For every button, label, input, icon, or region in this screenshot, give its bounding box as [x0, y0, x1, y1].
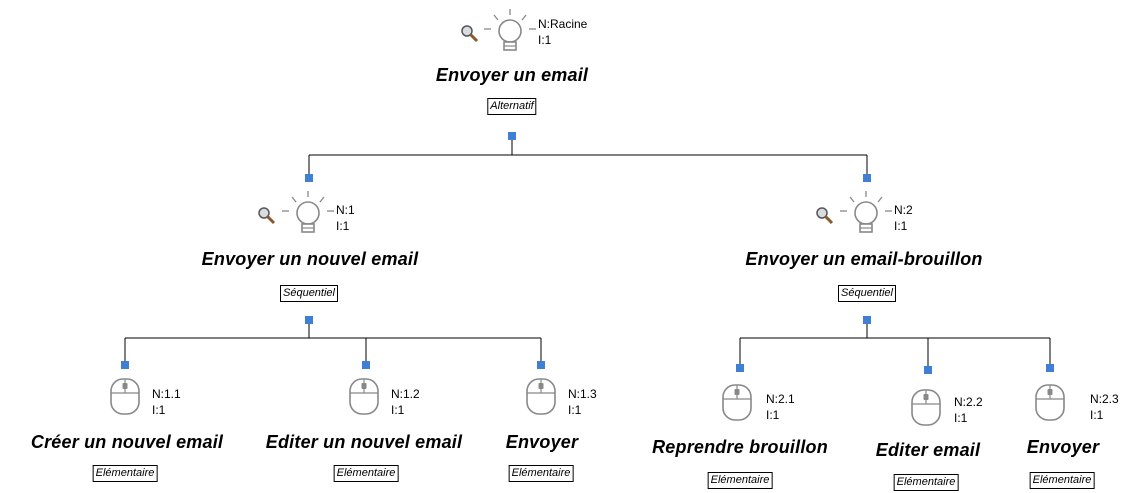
node-title: Envoyer un email-brouillon	[745, 249, 983, 269]
connector-anchor[interactable]	[305, 174, 313, 182]
node-iteration: I:1	[954, 411, 968, 425]
node-iteration: I:1	[391, 403, 405, 417]
connector-anchor[interactable]	[362, 361, 370, 369]
mouse-icon	[525, 377, 557, 422]
connector-anchor[interactable]	[537, 361, 545, 369]
operator-label: Elémentaire	[707, 472, 773, 489]
node-number: N:1.3	[568, 387, 597, 401]
operator-label: Séquentiel	[280, 285, 338, 302]
node-title: Créer un nouvel email	[30, 432, 224, 452]
node-meta: N:2.3 I:1	[1090, 391, 1119, 423]
node-iteration: I:1	[538, 33, 552, 47]
connector-anchor[interactable]	[1046, 364, 1054, 372]
magnifier-icon[interactable]	[815, 206, 835, 231]
connector-anchor[interactable]	[736, 364, 744, 372]
node-number: N:1.1	[152, 387, 181, 401]
node-number: N:2.2	[954, 395, 983, 409]
connector-anchor[interactable]	[924, 366, 932, 374]
node-meta: N:1 I:1	[336, 202, 355, 234]
node-meta: N:2.1 I:1	[766, 391, 795, 423]
node-iteration: I:1	[336, 219, 350, 233]
magnifier-icon[interactable]	[257, 206, 277, 231]
node-meta: N:1.1 I:1	[152, 386, 181, 418]
operator-label: Alternatif	[487, 98, 537, 115]
node-title: Envoyer un email	[435, 65, 589, 85]
node-title: Editer un nouvel email	[265, 432, 463, 452]
mouse-icon	[348, 377, 380, 422]
operator-label: Elémentaire	[508, 465, 574, 482]
node-number: N:2.1	[766, 392, 795, 406]
lightbulb-icon	[838, 190, 894, 247]
operator-label: Elémentaire	[1029, 472, 1095, 489]
node-meta: N:1.3 I:1	[568, 386, 597, 418]
magnifier-icon[interactable]	[460, 24, 480, 49]
node-number: N:1.2	[391, 387, 420, 401]
connector-anchor[interactable]	[863, 316, 871, 324]
node-number: N:Racine	[538, 17, 588, 31]
node-title: Envoyer un nouvel email	[201, 249, 419, 269]
mouse-icon	[109, 377, 141, 422]
node-iteration: I:1	[1090, 408, 1104, 422]
node-meta: N:1.2 I:1	[391, 386, 420, 418]
node-number: N:1	[336, 203, 355, 217]
connector-anchor[interactable]	[305, 316, 313, 324]
lightbulb-icon	[280, 190, 336, 247]
node-iteration: I:1	[766, 408, 780, 422]
operator-label: Elémentaire	[92, 465, 158, 482]
node-title: Reprendre brouillon	[652, 437, 828, 457]
node-iteration: I:1	[568, 403, 582, 417]
node-title: Envoyer	[505, 432, 579, 452]
node-meta: N:2.2 I:1	[954, 394, 983, 426]
node-meta: N:2 I:1	[894, 202, 913, 234]
connector-anchor[interactable]	[121, 361, 129, 369]
lightbulb-icon	[482, 8, 538, 65]
node-number: N:2	[894, 203, 913, 217]
node-title: Editer email	[875, 440, 981, 460]
node-meta: N:Racine I:1	[538, 16, 587, 48]
connector-anchor[interactable]	[508, 132, 516, 140]
operator-label: Séquentiel	[838, 285, 896, 302]
node-number: N:2.3	[1090, 392, 1119, 406]
mouse-icon	[721, 383, 753, 428]
node-title: Envoyer	[1026, 437, 1100, 457]
operator-label: Elémentaire	[333, 465, 399, 482]
connector-anchor[interactable]	[863, 174, 871, 182]
node-iteration: I:1	[152, 403, 166, 417]
operator-label: Elémentaire	[893, 474, 959, 491]
mouse-icon	[910, 388, 942, 433]
mouse-icon	[1034, 383, 1066, 428]
node-iteration: I:1	[894, 219, 908, 233]
